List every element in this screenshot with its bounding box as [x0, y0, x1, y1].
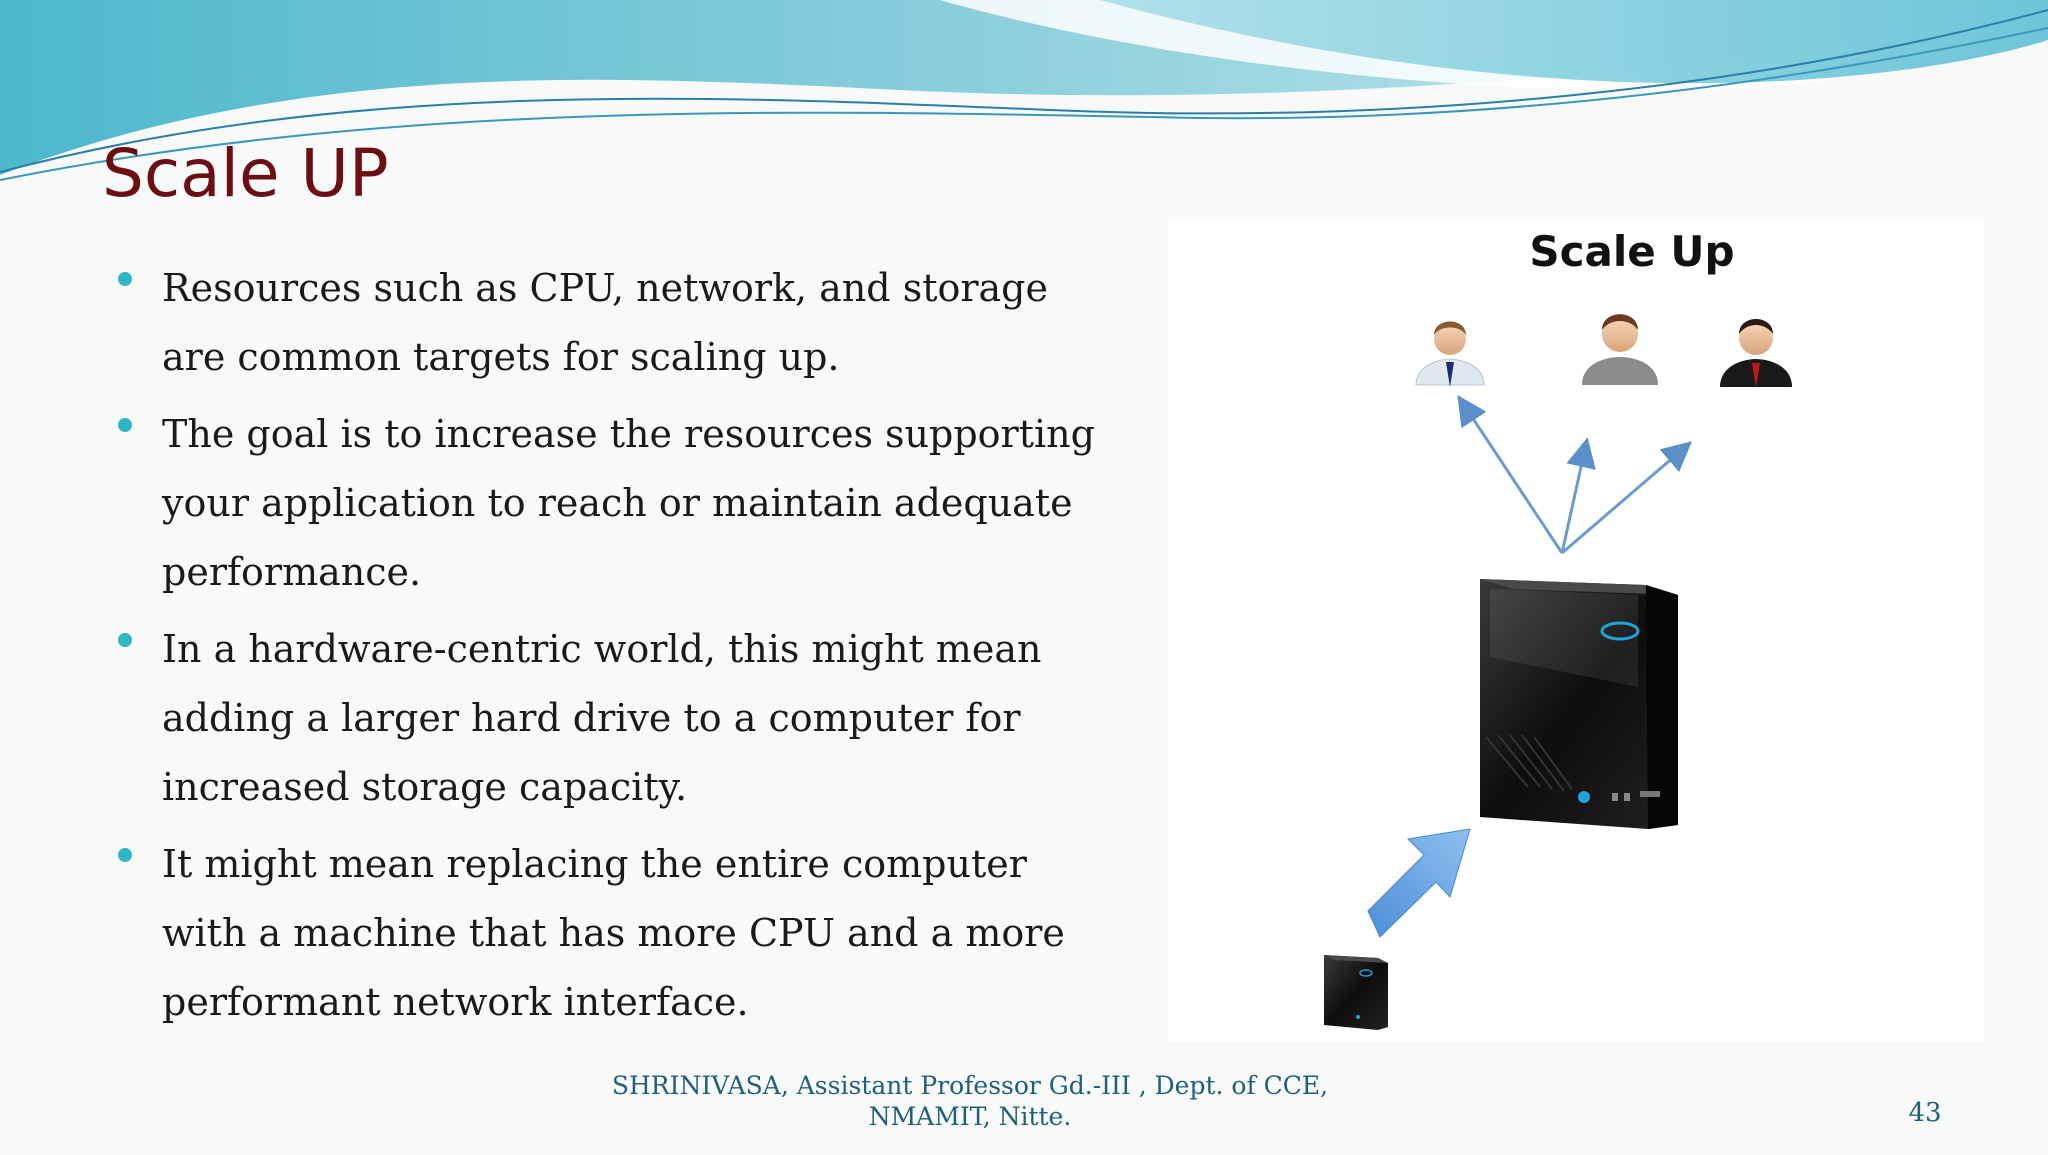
footer-author-line2: NMAMIT, Nitte.: [868, 1102, 1072, 1131]
connection-arrow: [1560, 437, 1596, 554]
bullet-item: It might mean replacing the entire compu…: [118, 830, 1098, 1037]
bullet-item: Resources such as CPU, network, and stor…: [118, 254, 1098, 392]
figure-illustration: [1324, 314, 1792, 1030]
bullet-list: Resources such as CPU, network, and stor…: [118, 254, 1098, 1045]
bullet-item: The goal is to increase the resources su…: [118, 400, 1098, 607]
large-server-icon: [1480, 579, 1678, 829]
bullet-text: It might mean replacing the entire compu…: [162, 842, 1065, 1024]
footer-author: SHRINIVASA, Assistant Professor Gd.-III …: [560, 1070, 1380, 1132]
small-server-icon: [1324, 955, 1388, 1030]
bullet-text: In a hardware-centric world, this might …: [162, 627, 1042, 809]
connection-arrow: [1457, 394, 1564, 554]
connection-arrow: [1561, 441, 1693, 555]
user-icon: [1582, 314, 1658, 385]
user-icon: [1415, 321, 1485, 387]
page-number: 43: [1908, 1098, 1942, 1128]
up-arrow-icon: [1367, 828, 1471, 938]
footer-author-line1: SHRINIVASA, Assistant Professor Gd.-III …: [611, 1071, 1329, 1100]
bullet-dot-icon: [118, 615, 134, 684]
user-icon: [1720, 319, 1792, 387]
bullet-dot-icon: [118, 400, 134, 469]
bullet-item: In a hardware-centric world, this might …: [118, 615, 1098, 822]
figure-title: Scale Up: [1529, 227, 1735, 276]
scale-up-figure: Scale Up: [1168, 217, 1984, 1042]
bullet-dot-icon: [118, 830, 134, 899]
slide-title: Scale UP: [102, 135, 389, 212]
bullet-text: Resources such as CPU, network, and stor…: [162, 266, 1048, 379]
bullet-dot-icon: [118, 254, 134, 323]
header-wave-decoration: [0, 0, 2048, 181]
bullet-text: The goal is to increase the resources su…: [162, 412, 1095, 594]
